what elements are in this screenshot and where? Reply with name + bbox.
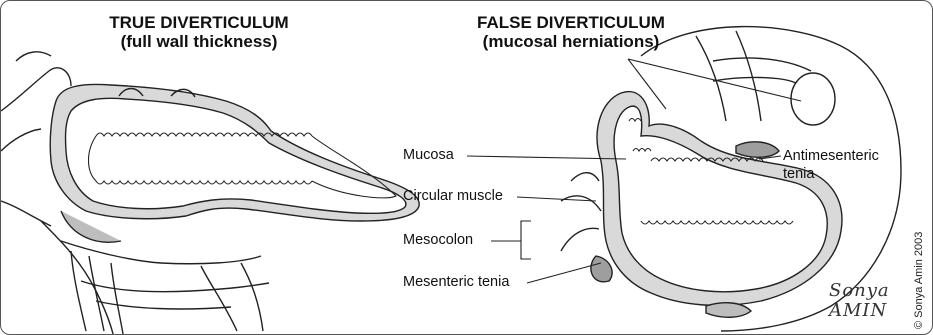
true-diverticulum-subheading: (full wall thickness): [79, 32, 319, 51]
false-diverticulum-title: FALSE DIVERTICULUM (mucosal herniations): [456, 13, 686, 51]
artist-signature: Sonya AMIN: [829, 281, 890, 321]
label-mucosa: Mucosa: [403, 147, 454, 163]
copyright-notice: © Sonya Amin 2003: [913, 232, 925, 329]
signature-line2: AMIN: [829, 301, 890, 321]
true-diverticulum-drawing: [1, 52, 419, 334]
label-antimesenteric-tenia: Antimesenteric tenia: [783, 147, 879, 183]
label-antimesenteric-line1: Antimesenteric: [783, 147, 879, 165]
true-diverticulum-heading: TRUE DIVERTICULUM: [79, 13, 319, 32]
label-circular-muscle: Circular muscle: [403, 188, 503, 204]
true-diverticulum-title: TRUE DIVERTICULUM (full wall thickness): [79, 13, 319, 51]
label-antimesenteric-line2: tenia: [783, 165, 879, 183]
signature-line1: Sonya: [829, 281, 890, 301]
label-mesocolon: Mesocolon: [403, 232, 473, 248]
false-diverticulum-heading: FALSE DIVERTICULUM: [456, 13, 686, 32]
label-mesenteric-tenia: Mesenteric tenia: [403, 274, 509, 290]
false-diverticulum-subheading: (mucosal herniations): [456, 32, 686, 51]
